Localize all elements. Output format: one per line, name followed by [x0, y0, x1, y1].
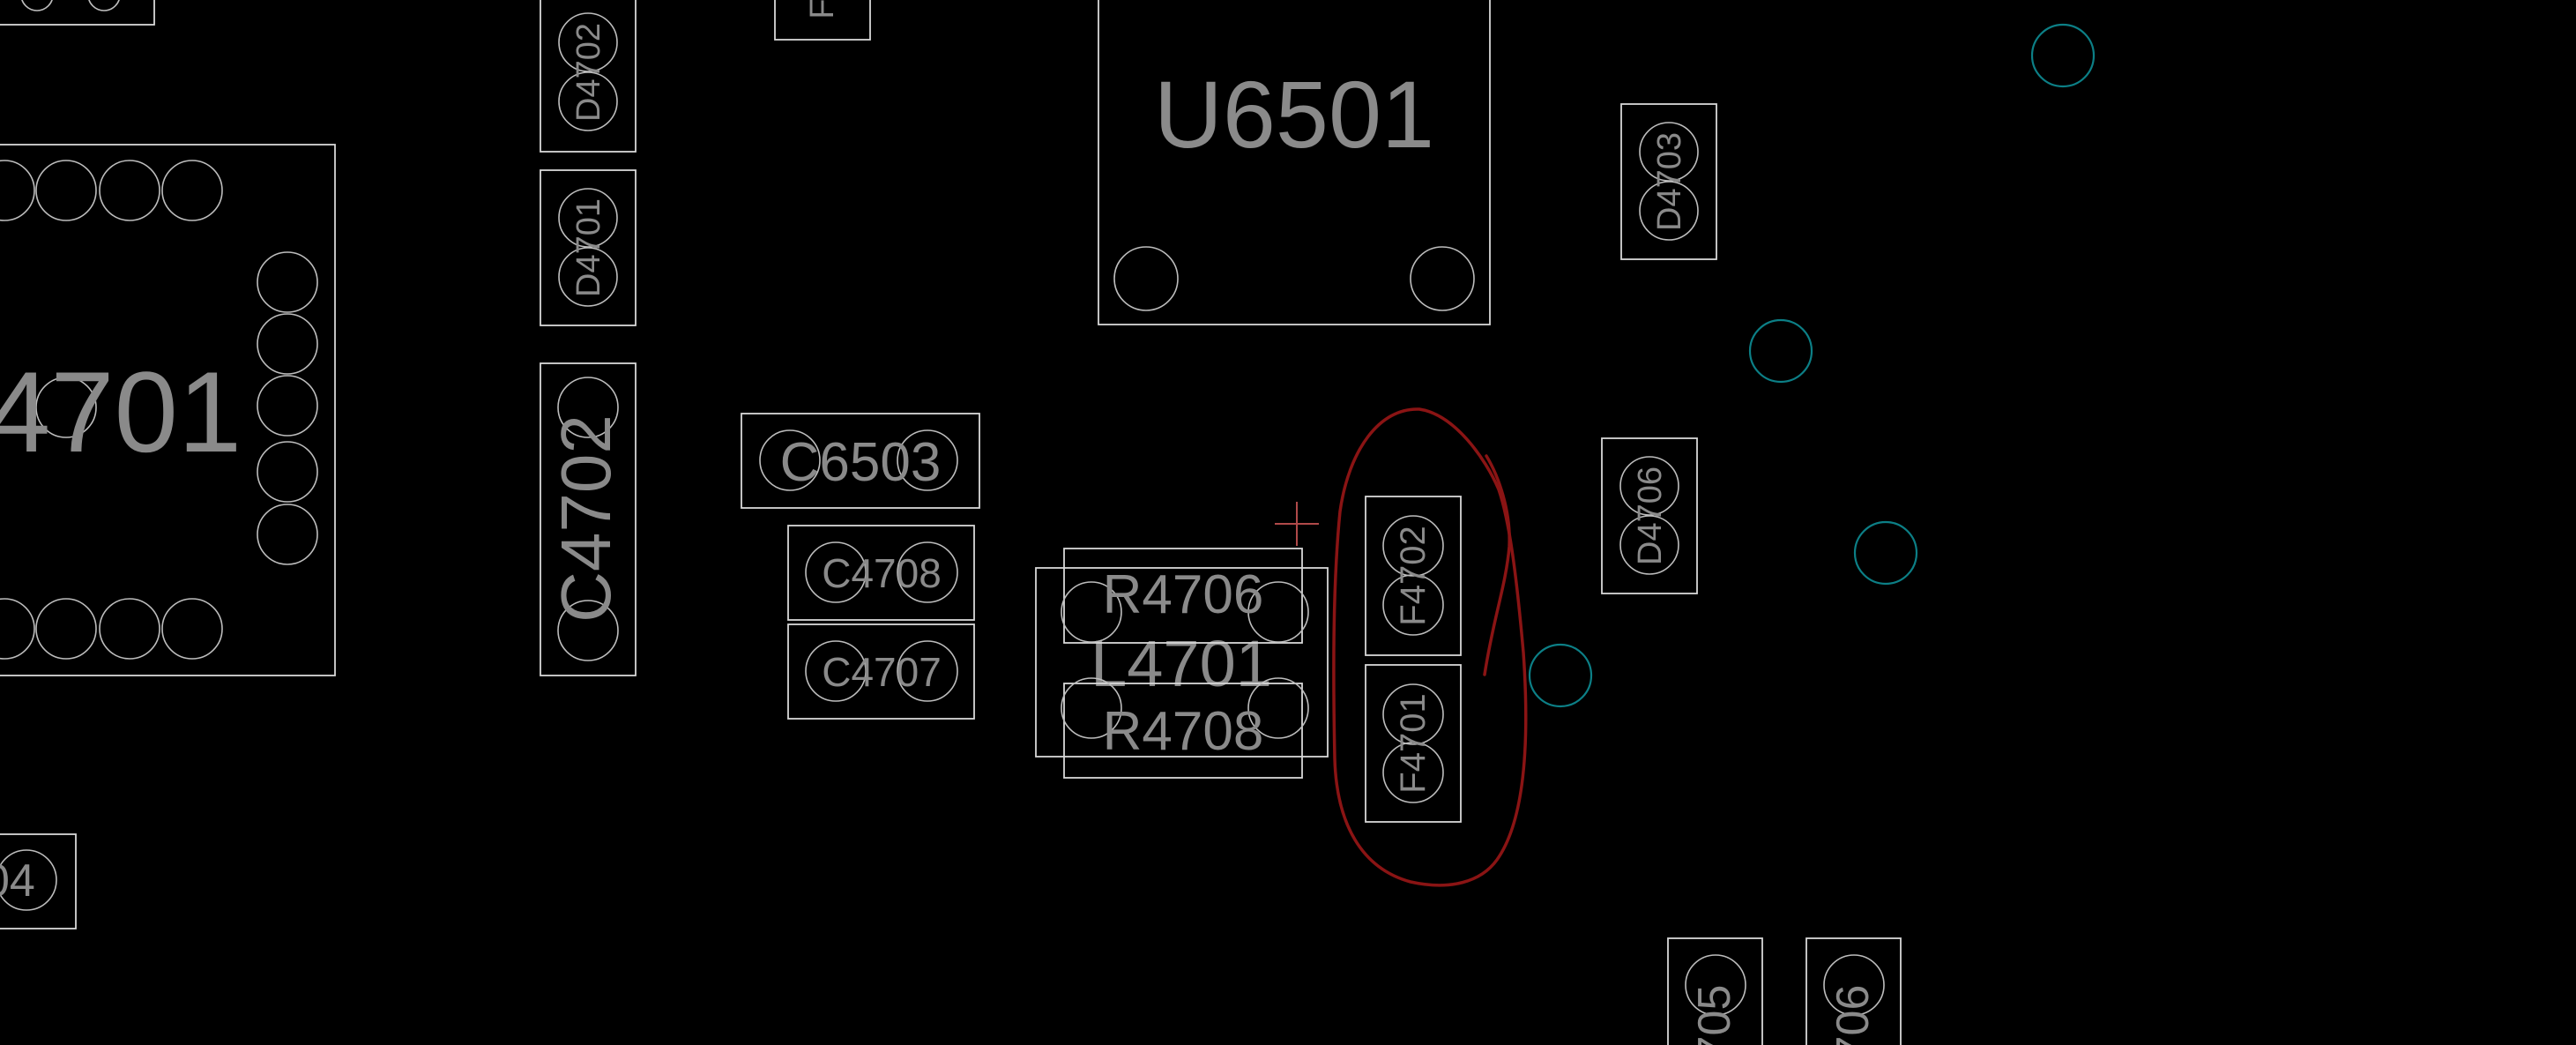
label-d4701: D4701	[570, 198, 607, 297]
crosshair-cursor-icon	[1275, 502, 1319, 546]
component-f4701[interactable]: F4701	[1365, 664, 1462, 823]
component-r4708[interactable]: R4708	[1061, 677, 1309, 779]
via-3[interactable]	[1853, 520, 1918, 586]
label-r4708: R4708	[1103, 701, 1264, 762]
label-u6501: U6501	[1154, 61, 1434, 168]
label-c6503: C6503	[780, 432, 942, 493]
label-c4708: C4708	[822, 550, 942, 596]
component-d4703[interactable]: D4703	[1620, 103, 1717, 260]
red-circle-markup	[1332, 407, 1528, 887]
component-c4708[interactable]: C4708	[787, 525, 975, 621]
component-l4701[interactable]: L4701	[1035, 567, 1329, 758]
label-f-top: F	[804, 0, 841, 19]
component-f-top-partial[interactable]: F	[774, 0, 871, 41]
via-1[interactable]	[2030, 23, 2096, 88]
component-c4702[interactable]: C4702	[540, 362, 637, 676]
component-c4707[interactable]: C4707	[787, 623, 975, 720]
label-705: 705	[1689, 985, 1740, 1045]
component-f4702[interactable]: F4702	[1365, 496, 1462, 656]
label-f4702: F4702	[1394, 526, 1433, 625]
component-04-partial[interactable]: 04	[0, 833, 77, 929]
u4701-pads	[0, 160, 318, 660]
label-706: 706	[1828, 985, 1879, 1045]
via-4[interactable]	[1528, 643, 1593, 708]
component-u6501[interactable]: U6501	[1098, 0, 1491, 325]
label-d4706: D4706	[1632, 467, 1669, 565]
label-f4701: F4701	[1394, 693, 1433, 793]
component-r4706[interactable]: R4706	[1061, 548, 1309, 644]
label-l4701: L4701	[1091, 627, 1272, 700]
component-d4706[interactable]: D4706	[1601, 437, 1698, 594]
component-top-left-partial[interactable]	[0, 0, 155, 26]
component-d4702[interactable]: D4702	[540, 0, 637, 153]
via-2[interactable]	[1748, 318, 1813, 384]
label-c4702: C4702	[547, 414, 625, 623]
component-c6503[interactable]: C6503	[741, 413, 980, 509]
red-stroke-markup	[1483, 454, 1511, 676]
component-706-partial[interactable]: 706	[1805, 937, 1902, 1045]
label-c4707: C4707	[822, 649, 942, 695]
label-d4702: D4702	[570, 23, 607, 122]
label-04: 04	[0, 855, 35, 907]
label-r4706: R4706	[1103, 564, 1264, 625]
label-d4703: D4703	[1651, 132, 1688, 231]
component-u4701[interactable]: 4701	[0, 144, 336, 676]
label-u4701: 4701	[0, 347, 242, 476]
component-d4701[interactable]: D4701	[540, 169, 637, 326]
component-705-partial[interactable]: 705	[1667, 937, 1763, 1045]
